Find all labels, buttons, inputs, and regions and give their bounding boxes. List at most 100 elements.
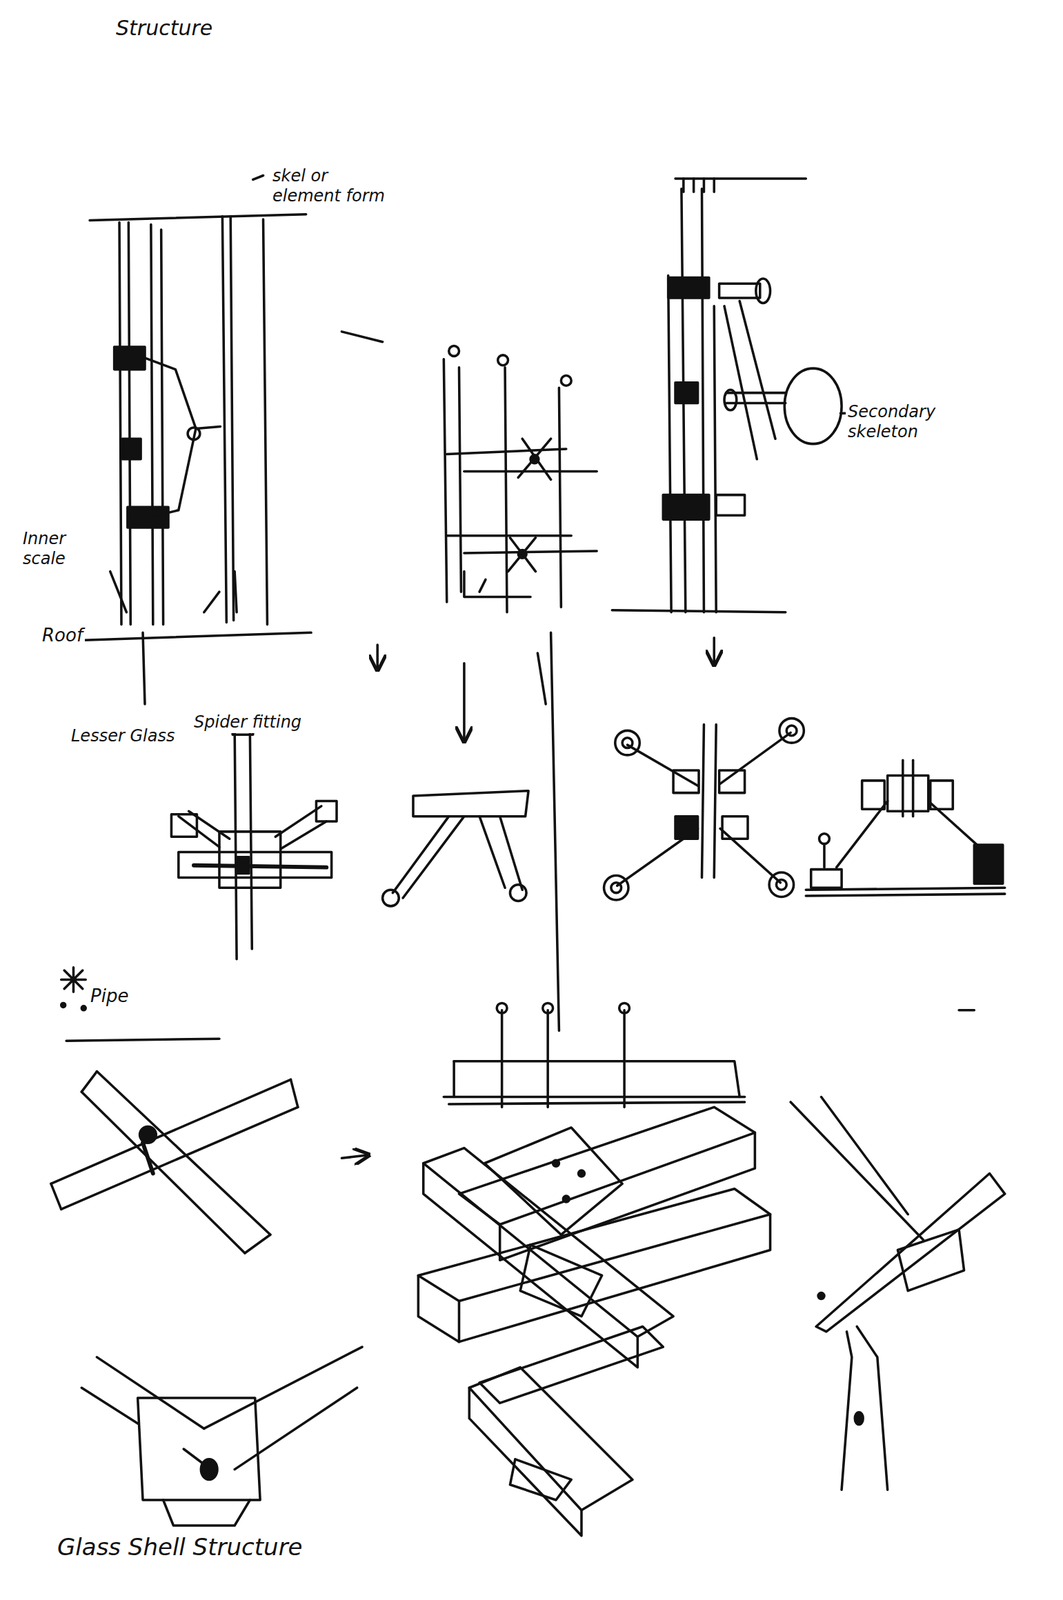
mullion-elevation-stroke: [119, 222, 122, 625]
stacked-beam-detail-stroke: [452, 1061, 456, 1098]
secondary-skeleton-elevation-stroke: [662, 495, 710, 521]
spider-fitting-detail-stroke: [315, 800, 337, 822]
x-spider-detail-stroke: [615, 730, 640, 756]
pipe-star-symbol-stroke: [958, 1009, 975, 1012]
corner-beam-detail-stroke: [204, 1347, 363, 1429]
grid-elevation-stroke: [560, 375, 572, 386]
grid-elevation-stroke: [479, 579, 486, 592]
mullion-elevation-stroke: [63, 632, 312, 641]
x-spider-detail-stroke: [675, 816, 699, 840]
grid-elevation-stroke: [449, 346, 460, 357]
cross-beam-detail-stroke: [290, 1079, 298, 1108]
spider-fitting-detail: [171, 724, 337, 960]
grid-elevation-stroke: [458, 367, 461, 593]
grid-elevation-stroke: [530, 455, 539, 464]
stacked-beam-detail-stroke: [469, 1387, 582, 1537]
note-label: skel or element form: [270, 165, 396, 207]
grid-elevation: [341, 331, 597, 613]
pipe-star-symbol-stroke: [81, 1006, 86, 1011]
post-bracket-detail-stroke: [841, 1332, 852, 1490]
bracket-detail-stroke: [413, 791, 529, 817]
side-spider-detail-stroke: [811, 869, 842, 889]
bracket-detail-stroke: [500, 816, 523, 891]
side-spider-detail-stroke: [974, 845, 1003, 884]
pipe-star-symbol-stroke: [61, 967, 86, 993]
note-label: Roof: [40, 624, 85, 648]
grid-elevation-stroke: [558, 387, 561, 608]
cross-beam-detail-stroke: [140, 1126, 157, 1144]
corner-beam-detail-stroke: [81, 1387, 138, 1424]
cross-beam-detail-stroke: [51, 1183, 62, 1210]
post-bracket-detail-stroke: [821, 1097, 909, 1215]
grid-elevation-stroke: [518, 550, 527, 559]
note-label: Inner scale: [20, 528, 115, 570]
mullion-elevation-stroke: [234, 571, 237, 613]
stacked-beam-detail-stroke: [619, 1002, 630, 1014]
bracket-detail-stroke: [382, 889, 400, 907]
corner-beam-detail-stroke: [183, 1449, 205, 1465]
side-spider-detail-stroke: [862, 780, 886, 810]
stacked-beam-detail-stroke: [520, 1245, 602, 1317]
side-spider-detail-stroke: [928, 800, 980, 848]
grid-elevation-stroke: [504, 367, 508, 613]
stacked-beam-detail-stroke: [562, 1196, 570, 1203]
grid-elevation-stroke: [464, 470, 597, 474]
note-label: Lesser Glass: [68, 725, 177, 748]
grid-elevation-stroke: [498, 355, 509, 366]
stacked-beam-detail-stroke: [553, 1160, 560, 1167]
x-spider-detail-stroke: [701, 724, 704, 879]
bracket-detail-stroke: [392, 816, 449, 894]
secondary-skeleton-elevation-stroke: [739, 300, 776, 439]
arrows-stroke: [375, 644, 379, 669]
bracket-detail-stroke: [402, 816, 465, 899]
stacked-beam-detail-stroke: [418, 1275, 459, 1342]
secondary-skeleton-elevation-stroke: [724, 306, 757, 460]
x-spider-detail: [604, 718, 805, 901]
corner-beam-detail: [81, 1347, 363, 1526]
pipe-star-symbol-stroke: [66, 1038, 220, 1041]
grid-elevation-stroke: [507, 538, 536, 572]
x-spider-detail-stroke: [622, 738, 633, 749]
side-spider-detail: [805, 760, 1005, 897]
mullion-elevation-stroke: [128, 222, 131, 625]
stacked-beam-detail-stroke: [500, 1010, 504, 1108]
cross-beam-detail-stroke: [81, 1071, 97, 1093]
arrows-stroke: [341, 1155, 367, 1159]
spider-fitting-detail-stroke: [234, 729, 237, 960]
secondary-skeleton-elevation-stroke: [724, 389, 737, 411]
grid-elevation-stroke: [446, 449, 567, 454]
side-spider-detail-stroke: [819, 833, 830, 845]
corner-beam-detail-stroke: [234, 1387, 357, 1470]
note-label: Spider fitting: [191, 711, 304, 734]
stacked-beam-detail-stroke: [578, 1170, 585, 1177]
post-bracket-detail-stroke: [856, 1326, 888, 1490]
arrows-stroke: [551, 632, 560, 1031]
spider-fitting-detail-stroke: [219, 831, 281, 888]
grid-elevation-stroke: [341, 331, 383, 343]
grid-elevation-stroke: [518, 438, 551, 480]
mullion-elevation-stroke: [230, 216, 234, 621]
pipe-star-symbol-stroke: [61, 1002, 66, 1008]
bracket-detail: [382, 791, 529, 907]
post-bracket-detail: [790, 1097, 1006, 1491]
secondary-skeleton-elevation-stroke: [716, 495, 745, 516]
side-spider-detail-stroke: [911, 760, 915, 817]
secondary-skeleton-elevation-stroke: [668, 277, 710, 298]
mullion-elevation-stroke: [222, 216, 227, 623]
secondary-skeleton-elevation-stroke: [701, 189, 704, 613]
secondary-skeleton-elevation-stroke: [756, 278, 771, 304]
stacked-beam-detail-stroke: [479, 1326, 663, 1404]
corner-beam-detail-stroke: [137, 1398, 261, 1501]
cross-beam-detail-stroke: [244, 1234, 271, 1254]
secondary-skeleton-elevation-stroke: [668, 275, 672, 612]
mullion-elevation-stroke: [151, 224, 154, 625]
secondary-skeleton-elevation-stroke: [784, 368, 842, 444]
x-spider-detail-stroke: [786, 725, 797, 737]
mullion-elevation-stroke: [127, 507, 169, 528]
side-spider-detail-stroke: [805, 893, 1005, 897]
stacked-beam-detail-stroke: [500, 1132, 756, 1261]
x-spider-detail-stroke: [719, 770, 745, 794]
mullion-elevation: [63, 175, 312, 704]
x-spider-detail-stroke: [611, 882, 622, 894]
